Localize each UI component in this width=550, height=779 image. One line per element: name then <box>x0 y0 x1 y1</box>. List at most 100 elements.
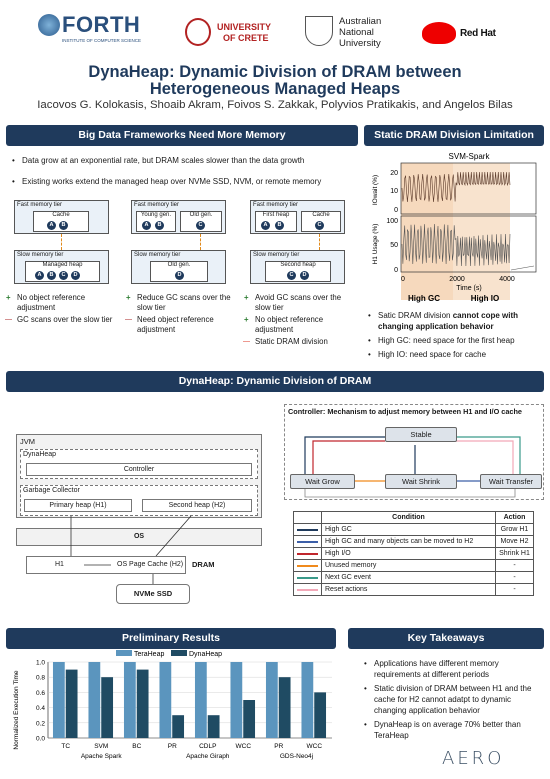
bar-dynaheap <box>101 677 114 738</box>
arrow-right-icon <box>297 564 318 567</box>
action-cell: Shrink H1 <box>495 547 534 560</box>
ytick-label: 0.6 <box>36 690 45 697</box>
action-col-header: Action <box>495 511 534 524</box>
authors: Iacovos G. Kolokasis, Shoaib Akram, Foiv… <box>37 99 513 111</box>
iowait-panel <box>400 162 537 215</box>
transition-arrow <box>304 436 385 475</box>
state-wait-grow: Wait Grow <box>290 474 355 489</box>
anu-text-line1: Australian <box>339 16 382 27</box>
big-data-bullets: Data grow at an exponential rate, but DR… <box>12 155 357 190</box>
pros-cons-2: Reduce GC scans over the slow tier Need … <box>125 293 244 335</box>
ytick-label: 20 <box>390 170 398 177</box>
xtick-label: WCC <box>235 743 251 750</box>
object-dot-a: A <box>35 271 44 280</box>
forth-logo: FORTH INSTITUTE OF COMPUTER SCIENCE <box>38 12 158 54</box>
iowait-ylabel: IOwait (%) <box>372 175 379 205</box>
table-row: Reset actions - <box>293 583 534 596</box>
ytick-label: 0 <box>394 207 398 214</box>
fast-tier-1: Fast memory tier Cache A B <box>14 200 109 234</box>
big-data-heading-text: Big Data Frameworks Need More Memory <box>78 129 286 141</box>
takeaways-heading-text: Key Takeaways <box>407 632 485 644</box>
old-gen-slow-label: Old gen. <box>167 262 191 268</box>
legend-swatch-dynaheap <box>171 650 187 656</box>
h1-usage-panel <box>400 215 537 273</box>
os-box: OS <box>16 528 262 546</box>
bar-teraheap <box>159 662 172 738</box>
takeaway-item: Applications have different memory requi… <box>364 658 544 680</box>
ytick-label: 0.4 <box>36 705 45 712</box>
results-bar-chart: TeraHeap DynaHeap Normalized Execution T… <box>13 650 332 760</box>
arrow-cell <box>293 547 322 560</box>
ytick-label: 0.8 <box>36 675 45 682</box>
bar-dynaheap <box>314 692 327 738</box>
iowait-series <box>401 171 511 203</box>
redhat-hat-icon <box>422 22 456 44</box>
fast-tier-label: Fast memory tier <box>253 202 299 208</box>
slow-tier-label: Slow memory tier <box>253 252 300 258</box>
group-label: GDS-Neo4j <box>280 753 313 760</box>
poster-title-line2: Heterogeneous Managed Heaps <box>149 80 401 98</box>
dynaheap-box: DynaHeap Controller <box>20 449 258 479</box>
object-dot-c: C <box>315 221 324 230</box>
controller-panel: Controller: Mechanism to adjust memory b… <box>284 404 544 500</box>
object-dot-b: B <box>47 271 56 280</box>
second-heap-box: Second heap (H2) <box>142 499 252 512</box>
action-cell: Grow H1 <box>495 523 534 536</box>
object-dot-b: B <box>275 221 284 230</box>
results-ylabel: Normalized Execution Time <box>13 670 20 749</box>
xtick-label: WCC <box>306 743 322 750</box>
bar-teraheap <box>301 662 314 738</box>
bar-teraheap <box>265 662 278 738</box>
nvme-box: NVMe SSD <box>116 584 190 604</box>
action-cell: - <box>495 571 534 584</box>
big-data-heading: Big Data Frameworks Need More Memory <box>6 125 358 146</box>
table-row: High GC Grow H1 <box>293 523 534 536</box>
static-division-heading: Static DRAM Division Limitation <box>364 125 544 146</box>
h1-usage-series <box>401 223 535 271</box>
state-wait-shrink: Wait Shrink <box>385 474 457 489</box>
tier-diagram-1: Fast memory tier Cache A B Slow memory t… <box>14 200 109 286</box>
state-wait-grow-label: Wait Grow <box>305 477 340 486</box>
anu-text-line3: University <box>339 38 381 49</box>
anu-text-line2: National <box>339 27 374 38</box>
arrow-right-icon <box>297 540 318 543</box>
transition-arrow <box>445 440 514 475</box>
aero-logo: AERO <box>442 748 505 769</box>
static-division-bullet: High GC: need space for the first heap <box>368 335 546 346</box>
legend-swatch-teraheap <box>116 650 132 656</box>
old-gen-label: Old gen. <box>189 212 213 218</box>
h1-usage-line <box>401 223 511 267</box>
pro-item: Reduce GC scans over the slow tier <box>126 293 244 313</box>
second-heap-label: Second heap <box>280 262 316 268</box>
group-label: Apache Giraph <box>186 753 230 760</box>
xtick-label: PR <box>274 743 283 750</box>
legend-label-teraheap: TeraHeap <box>134 651 164 658</box>
condition-cell: Next GC event <box>321 571 496 584</box>
ytick-label: 0.2 <box>36 720 45 727</box>
jvm-label: JVM <box>20 437 35 446</box>
xtick-label: BC <box>132 743 141 750</box>
first-heap-label: First heap <box>262 212 290 218</box>
pro-item: No object reference adjustment <box>6 293 116 313</box>
iowait-line <box>401 171 511 203</box>
ytick-label: 100 <box>386 218 398 225</box>
anu-logo: Australian National University <box>305 16 405 56</box>
big-data-bullet: Data grow at an exponential rate, but DR… <box>12 155 357 166</box>
slow-tier-label: Slow memory tier <box>17 252 64 258</box>
bar-teraheap <box>123 662 136 738</box>
uoc-logo: UNIVERSITY OF CRETE <box>185 18 285 54</box>
young-gen-label: Young gen. <box>140 212 172 218</box>
xtick-label: 4000 <box>499 276 515 283</box>
condition-cell: High GC and many objects can be moved to… <box>321 535 496 548</box>
static-division-heading-text: Static DRAM Division Limitation <box>374 129 534 141</box>
arrow-right-icon <box>297 576 318 579</box>
os-label: OS <box>133 533 145 540</box>
second-heap-label: Second heap (H2) <box>168 502 226 509</box>
arrow-cell <box>293 523 322 536</box>
bar-dynaheap <box>207 715 220 738</box>
bar-teraheap <box>230 662 243 738</box>
slow-tier-1: Slow memory tier Managed heap A B C D <box>14 250 109 284</box>
object-dot-c: C <box>59 271 68 280</box>
controller-label: Controller <box>123 466 155 473</box>
dynaheap-label: DynaHeap <box>23 451 57 458</box>
